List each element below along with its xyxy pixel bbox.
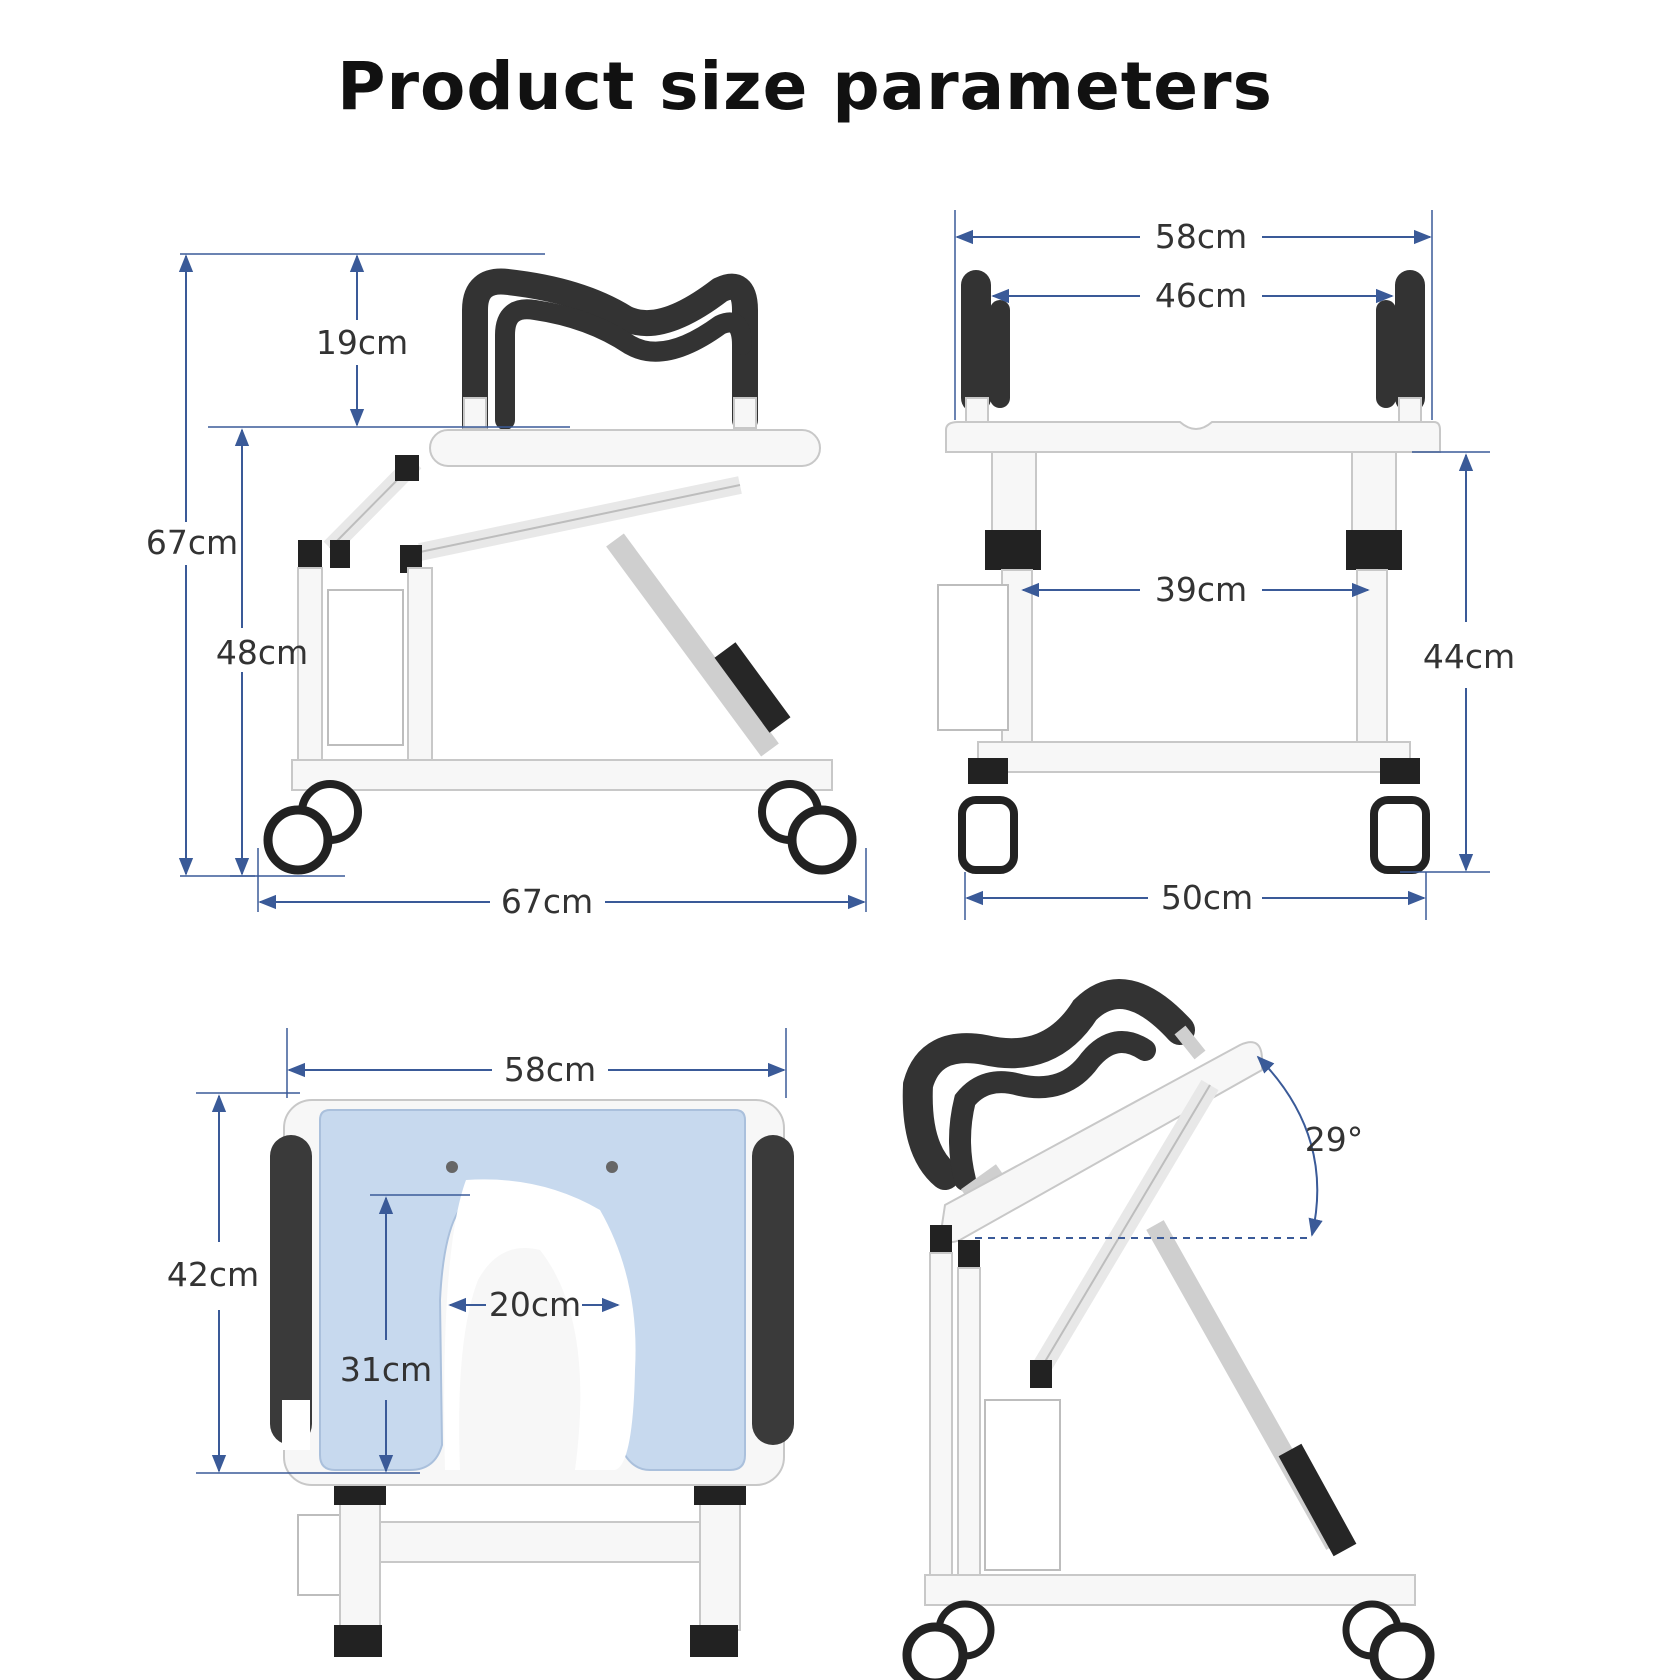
front-leg-right bbox=[1356, 569, 1388, 761]
tilted-view: 29° bbox=[902, 979, 1435, 1680]
tilted-angle-arc bbox=[1256, 1055, 1323, 1237]
front-base-frame bbox=[977, 741, 1411, 773]
top-armrest-right bbox=[752, 1135, 794, 1445]
top-armrest-left bbox=[270, 1135, 312, 1445]
side-seat bbox=[429, 429, 821, 467]
front-battery-box bbox=[937, 584, 1009, 731]
top-opening-depth-label: 31cm bbox=[340, 1350, 432, 1389]
side-backrest-pad-front bbox=[462, 268, 758, 438]
tilted-angle-label: 29° bbox=[1305, 1120, 1364, 1159]
side-backrest-post bbox=[463, 397, 487, 429]
side-seat-height-label: 48cm bbox=[216, 633, 308, 672]
side-backrest-pad-rear bbox=[495, 299, 752, 430]
side-base-frame bbox=[291, 759, 833, 791]
tilted-battery-box bbox=[984, 1399, 1061, 1571]
tilted-actuator-motor bbox=[1278, 1443, 1357, 1557]
side-total-height-label: 67cm bbox=[146, 523, 238, 562]
side-wheel bbox=[263, 805, 333, 875]
front-outer-width-label: 58cm bbox=[1155, 217, 1247, 256]
side-backrest-height-label: 19cm bbox=[316, 323, 408, 362]
front-wheel bbox=[958, 796, 1018, 874]
side-wheel bbox=[787, 805, 857, 875]
page-title: Product size parameters bbox=[337, 48, 1273, 125]
front-leg-width-label: 39cm bbox=[1155, 570, 1247, 609]
side-length-label: 67cm bbox=[501, 882, 593, 921]
top-width-label: 58cm bbox=[504, 1050, 596, 1089]
side-backrest-post bbox=[733, 397, 757, 429]
tilted-wheel bbox=[1369, 1622, 1435, 1680]
tilted-base-frame bbox=[924, 1574, 1416, 1606]
top-view: 58cm 42cm 20cm 31cm bbox=[167, 1028, 794, 1657]
front-view: 58cm 46cm 39cm 44cm 50cm bbox=[937, 210, 1515, 920]
side-actuator-motor bbox=[714, 642, 791, 733]
tilted-wheel bbox=[902, 1622, 968, 1680]
front-seat-height-label: 44cm bbox=[1423, 637, 1515, 676]
tilted-backrest-pad-rear bbox=[949, 1031, 1156, 1191]
top-base-frame bbox=[374, 1521, 721, 1563]
side-actuator bbox=[606, 533, 779, 757]
side-battery-box bbox=[327, 589, 404, 746]
front-seat bbox=[945, 421, 1441, 453]
tilted-backrest-pad-front bbox=[902, 979, 1195, 1190]
front-base-width-label: 50cm bbox=[1161, 878, 1253, 917]
side-view: 67cm 19cm 48cm 67cm bbox=[146, 253, 867, 921]
top-opening-width-label: 20cm bbox=[489, 1285, 581, 1324]
top-depth-label: 42cm bbox=[167, 1255, 259, 1294]
front-wheel bbox=[1370, 796, 1430, 874]
front-armrest-width-label: 46cm bbox=[1155, 276, 1247, 315]
